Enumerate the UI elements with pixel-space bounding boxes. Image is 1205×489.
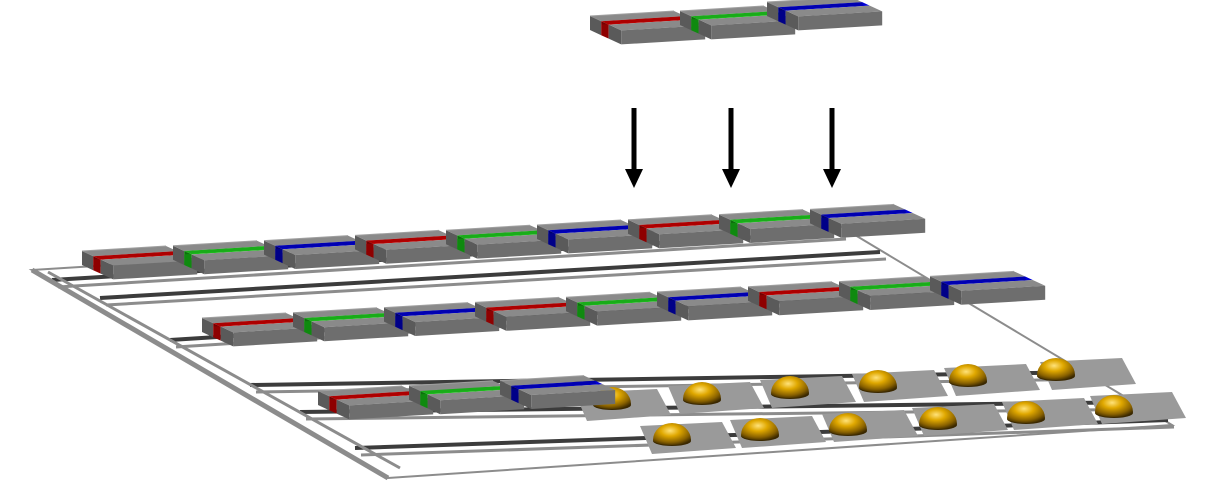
array-chip-red xyxy=(474,296,591,331)
led-chip-array xyxy=(81,203,1046,420)
transfer-chip-green xyxy=(679,5,796,40)
substrate-trace xyxy=(57,237,847,289)
array-chip-green xyxy=(445,224,562,259)
solder-bump xyxy=(683,382,721,405)
substrate-trace xyxy=(105,257,887,307)
down-arrow-icon xyxy=(625,108,643,188)
solder-bump xyxy=(919,407,957,430)
solder-bump xyxy=(949,364,987,387)
array-chip-red xyxy=(747,281,864,316)
transfer-arrows xyxy=(625,108,841,188)
substrate-trace xyxy=(99,250,881,300)
array-chip-blue xyxy=(809,203,926,238)
solder-bump xyxy=(741,418,779,441)
solder-bump xyxy=(1037,358,1075,381)
array-chip-red xyxy=(627,214,744,249)
solder-bump xyxy=(1007,401,1045,424)
array-chip-blue xyxy=(499,375,616,409)
transferred-chips xyxy=(589,0,883,45)
substrate-edge xyxy=(47,270,401,470)
solder-bump xyxy=(653,423,691,446)
solder-bump xyxy=(829,413,867,436)
array-chip-green xyxy=(172,240,289,275)
down-arrow-icon xyxy=(722,108,740,188)
array-chip-green xyxy=(292,307,409,342)
array-chip-red xyxy=(201,312,318,347)
transfer-chip-red xyxy=(589,10,706,45)
transfer-chip-blue xyxy=(766,0,883,31)
array-chip-red xyxy=(317,385,434,420)
down-arrow-icon xyxy=(823,108,841,188)
solder-bump xyxy=(771,376,809,399)
array-chip-green xyxy=(408,380,525,415)
array-chip-blue xyxy=(656,286,773,321)
array-chip-blue xyxy=(929,270,1046,305)
solder-bump xyxy=(1095,395,1133,418)
array-chip-blue xyxy=(383,302,500,336)
solder-bump xyxy=(859,370,897,393)
substrate-edge xyxy=(30,267,390,481)
